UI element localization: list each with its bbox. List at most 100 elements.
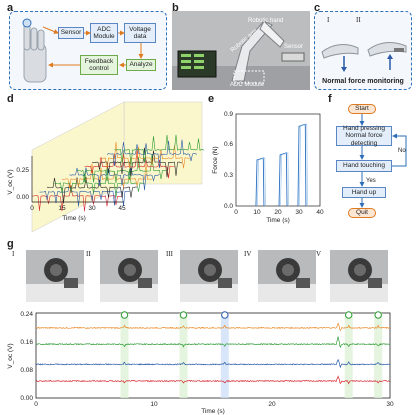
d-xtick-45: 45 — [118, 205, 126, 212]
e-pulse-1 — [278, 152, 288, 207]
g-series-green — [35, 336, 391, 349]
flow-start: Start — [348, 104, 376, 114]
e-ylabel: Force (N) — [212, 146, 219, 173]
g-traces — [35, 322, 391, 385]
g-ytick-2: 0.16 — [20, 339, 33, 346]
label-adc-module: ADC Module — [230, 82, 265, 88]
flow-hand-touching: Hand touching — [336, 160, 392, 172]
g-photo-3 — [180, 250, 238, 302]
chart-d: 0.25 0.00 0 15 30 45 Time (s) V_oc (V) — [7, 101, 204, 233]
flow-hand-up: Hand up — [342, 187, 386, 198]
flow-yes-label: Yes — [366, 178, 376, 184]
panel-c-label-2: II — [356, 16, 361, 24]
g-highlight-2 — [220, 313, 229, 398]
d-xlabel: Time (s) — [62, 215, 86, 222]
d-traces — [31, 134, 204, 212]
panel-label-d: d — [7, 93, 14, 105]
d-trace-11 — [114, 134, 204, 166]
g-highlight-1 — [179, 313, 188, 398]
flow-hand-pressing: Hand pressing Normal force detecting — [336, 125, 392, 147]
e-pulse-0 — [255, 157, 265, 207]
flow-arrows-f — [359, 114, 407, 208]
normal-force-caption: Normal force monitoring — [322, 78, 404, 85]
e-ytick-0: 0.0 — [224, 203, 233, 210]
g-frame-marker-1 — [179, 311, 188, 319]
e-xtick-3: 30 — [295, 209, 303, 216]
d-xtick-30: 30 — [88, 205, 96, 212]
e-xtick-0: 0 — [234, 209, 238, 216]
chart-e: 0.0 0.3 0.6 0.9 0 10 20 30 40 Time (s) F… — [212, 111, 324, 224]
g-highlight-3 — [344, 313, 353, 398]
e-pulse-2 — [297, 123, 307, 207]
g-axes — [35, 312, 391, 399]
g-photo-1 — [26, 250, 84, 302]
g-photo-5 — [330, 250, 388, 302]
panel-label-g: g — [7, 238, 14, 250]
panel-label-f: f — [328, 93, 332, 105]
g-ytick-0: 0.00 — [20, 395, 33, 402]
e-xlabel: Time (s) — [266, 217, 290, 224]
g-series-orange — [35, 322, 391, 332]
d-trace-3 — [54, 167, 145, 198]
e-xtick-4: 40 — [316, 209, 324, 216]
flow-quit: Quit — [348, 208, 376, 218]
g-xlabel: Time (s) — [201, 408, 225, 415]
g-ytick-1: 0.08 — [20, 367, 33, 374]
g-photo-4 — [258, 250, 316, 302]
g-photo-2 — [100, 250, 158, 302]
g-highlight-0 — [120, 313, 129, 398]
d-xtick-0: 0 — [30, 205, 34, 212]
g-frame-marker-3 — [345, 311, 353, 319]
d-ytick-0.00: 0.00 — [16, 194, 29, 201]
g-ytick-3: 0.24 — [20, 311, 33, 318]
panel-c-label-1: I — [327, 16, 330, 24]
g-xtick-0: 0 — [34, 401, 38, 408]
d-trace-8 — [91, 147, 183, 178]
g-frame-markers — [120, 311, 382, 319]
flow-voltage-data: Voltage data — [124, 23, 156, 43]
g-highlight-bands — [120, 313, 383, 398]
d-trace-5 — [69, 167, 160, 191]
g-highlight-4 — [374, 313, 383, 398]
e-xtick-2: 20 — [274, 209, 282, 216]
g-photo-label-4: IV — [244, 250, 252, 258]
e-pulse-shadow-2 — [299, 123, 308, 207]
g-frame-marker-0 — [120, 311, 129, 319]
e-pulse-shadow-1 — [280, 152, 289, 207]
g-series-red — [35, 375, 391, 385]
g-frame-marker-4 — [374, 311, 382, 319]
e-ytick-2: 0.6 — [224, 141, 233, 148]
e-ytick-3: 0.9 — [224, 111, 233, 118]
g-xtick-2: 20 — [268, 401, 276, 408]
g-photo-label-3: III — [166, 250, 173, 258]
panel-label-c: c — [314, 2, 321, 14]
panel-label-a: a — [7, 2, 14, 14]
flow-arrows-a — [42, 26, 144, 68]
d-trace-10 — [106, 139, 198, 169]
e-pulse-shadow-0 — [257, 157, 266, 207]
g-series-blue — [35, 358, 391, 369]
d-xtick-15: 15 — [58, 205, 66, 212]
g-frame-marker-2 — [221, 311, 229, 319]
d-ylabel: V_oc (V) — [7, 169, 14, 194]
g-photo-label-1: I — [12, 250, 15, 258]
flow-adc-module: ADC Module — [90, 23, 118, 43]
hand-illustration — [22, 18, 47, 83]
g-xtick-1: 10 — [150, 401, 158, 408]
e-xtick-1: 10 — [253, 209, 261, 216]
label-sensor: Sensor — [284, 44, 304, 50]
flow-feedback-control: Feedback control — [80, 55, 118, 75]
flow-analyze: Analyze — [126, 59, 156, 71]
d-trace-2 — [46, 176, 138, 204]
e-ytick-1: 0.3 — [224, 172, 233, 179]
robot-photo — [172, 11, 310, 90]
g-photo-label-2: II — [86, 250, 91, 258]
force-hand-illustration — [321, 42, 407, 72]
d-trace-0 — [31, 185, 123, 212]
d-trace-1 — [39, 183, 130, 207]
label-robotic-hand: Robotic hand — [248, 18, 284, 24]
panel-label-e: e — [208, 93, 215, 105]
g-xtick-3: 30 — [386, 401, 394, 408]
d-ytick-0.25: 0.25 — [16, 167, 29, 174]
g-ylabel: V_oc (V) — [7, 343, 14, 368]
